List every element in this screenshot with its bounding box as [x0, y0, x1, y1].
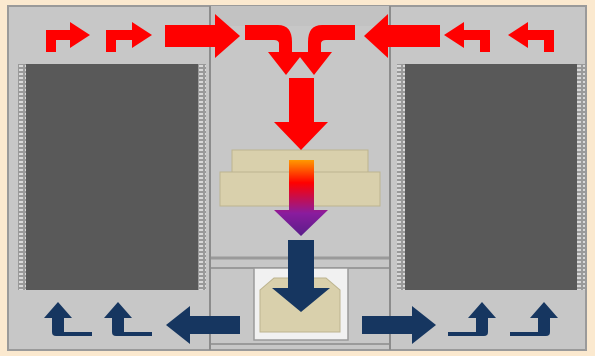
right-server-rack: [397, 64, 585, 290]
hot-arrow-hook-1: [46, 22, 90, 52]
hot-arrow-hook-2: [106, 22, 152, 52]
center-top-panel: [211, 6, 389, 26]
right-rack-rail-left: [397, 64, 405, 290]
hot-air-arrows: [46, 14, 554, 150]
cold-arrow-hook-2: [44, 302, 92, 336]
hot-arrow-down: [274, 78, 328, 150]
hot-arrow-curve-right: [296, 25, 355, 75]
left-server-rack: [18, 64, 206, 290]
cold-arrow-down: [272, 240, 330, 312]
right-rack-body: [405, 64, 577, 290]
hot-arrow-left-main: [165, 14, 240, 58]
hot-arrow-right-main: [364, 14, 440, 58]
cold-air-arrows: [44, 240, 558, 344]
cold-arrow-hook-4: [510, 302, 558, 336]
cold-arrow-left-main: [166, 306, 240, 344]
hot-arrow-hook-4: [508, 22, 554, 52]
cold-arrow-hook-1: [104, 302, 152, 336]
hot-arrow-curve-left: [245, 25, 304, 75]
left-rack-body: [26, 64, 198, 290]
left-rack-rail-left: [18, 64, 26, 290]
cooling-transition-arrow: [274, 160, 328, 236]
cold-arrow-hook-3: [448, 302, 496, 336]
left-rack-rail-right: [198, 64, 206, 290]
right-rack-rail-right: [577, 64, 585, 290]
cold-arrow-right-main: [362, 306, 436, 344]
hot-arrow-hook-3: [444, 22, 490, 52]
